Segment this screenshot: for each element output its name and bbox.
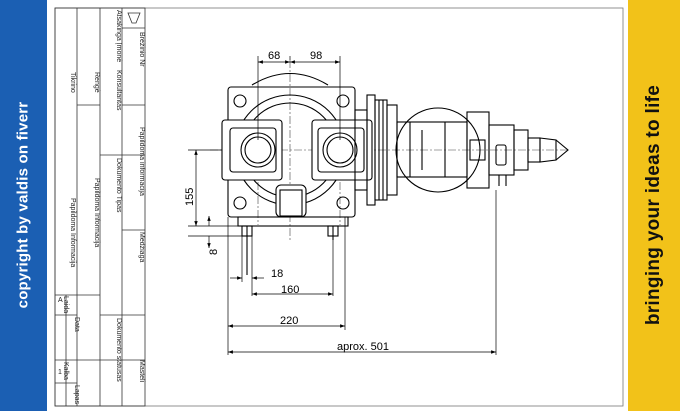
valve-body — [221, 72, 373, 275]
dim-8: 8 — [208, 249, 220, 255]
dim-68: 68 — [268, 50, 280, 62]
tb-language-label: Kalba — [62, 362, 69, 380]
tb-material: Medžiaga — [138, 232, 145, 262]
right-slogan-band — [628, 0, 680, 411]
tb-responsible-company: Atsakinga Įmonė — [115, 10, 122, 62]
dim-approx-501: aprox. 501 — [337, 341, 389, 353]
dim-98: 98 — [310, 50, 322, 62]
dim-155: 155 — [184, 188, 196, 206]
copyright-text: copyright by valdis on fiverr — [14, 101, 32, 309]
tb-extra-info-1: Papildoma informacija — [138, 127, 145, 196]
actuator-assembly — [354, 94, 569, 206]
slogan-text: bringing your ideas to life — [643, 84, 664, 326]
tb-document-status: Dokumento statusas — [115, 318, 122, 382]
technical-drawing: Brėžinio Nr Papildoma informacija Medžia… — [54, 7, 624, 407]
tb-extra-info-2: Papildoma Informacija — [93, 178, 100, 247]
tb-date-label: Data — [73, 317, 80, 332]
dim-220: 220 — [280, 315, 298, 327]
left-copyright-band — [0, 0, 47, 411]
dim-18: 18 — [271, 268, 283, 280]
tb-extra-info-3: Papildoma Informacija — [69, 198, 76, 267]
tb-consultant: Konsultantas — [115, 70, 122, 111]
tb-sheet-value: 1 — [58, 369, 62, 376]
dimension-texts: 68 98 155 8 18 160 220 aprox. 501 — [184, 50, 389, 353]
drawing-sheet: Brėžinio Nr Papildoma informacija Medžia… — [47, 0, 628, 411]
tb-revision-value: A — [58, 297, 63, 304]
tb-scale: Masteli — [138, 360, 145, 383]
tb-prepared: Rengė — [93, 72, 100, 93]
tb-sheet-label: Lapas — [73, 385, 80, 405]
tb-revision-label: Laida — [62, 296, 69, 313]
title-block — [54, 7, 146, 407]
title-block-texts: Brėžinio Nr Papildoma informacija Medžia… — [58, 10, 145, 405]
tb-checked: Tikrino — [69, 72, 76, 93]
dim-160: 160 — [281, 284, 299, 296]
tb-document-type: Dokumento Tipas — [115, 158, 122, 213]
dimension-lines — [188, 56, 497, 355]
tb-drawing-no: Brėžinio Nr — [138, 32, 145, 67]
